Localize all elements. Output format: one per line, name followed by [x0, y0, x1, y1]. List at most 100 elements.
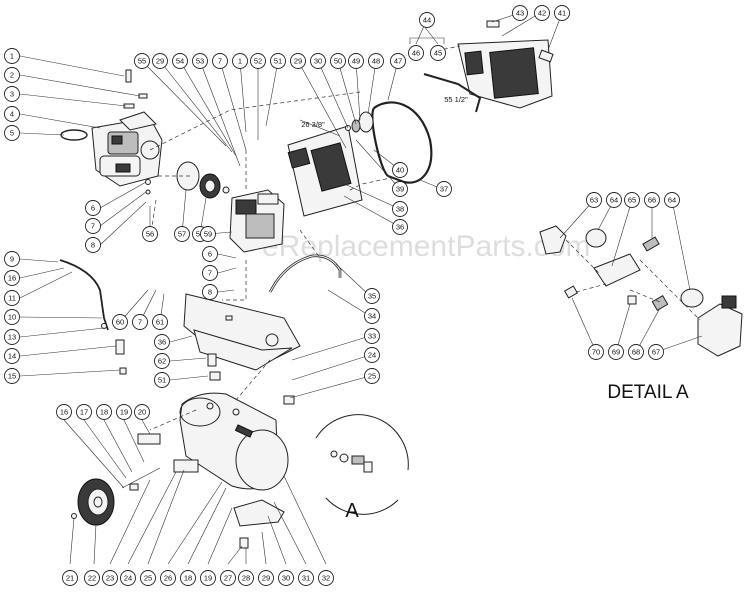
svg-text:44: 44: [423, 16, 431, 25]
detail-a-assembly: [539, 225, 743, 357]
callout-36-low: 36: [154, 334, 170, 350]
svg-text:28: 28: [242, 574, 250, 583]
callout-leaders: [19, 12, 703, 565]
outer-belt-guard: [423, 20, 554, 113]
svg-text:18: 18: [184, 574, 192, 583]
callout-45: 45: [430, 45, 446, 61]
callout-32: 32: [318, 570, 334, 586]
callout-28: 28: [238, 570, 254, 586]
callout-25: 25: [140, 570, 156, 586]
svg-text:29: 29: [262, 574, 270, 583]
svg-text:38: 38: [396, 205, 404, 214]
svg-text:10: 10: [8, 313, 16, 322]
svg-text:9: 9: [10, 255, 14, 264]
callout-50: 50: [330, 53, 346, 69]
callout-18-bottom: 18: [180, 570, 196, 586]
svg-text:50: 50: [334, 57, 342, 66]
compressor-pulley: [345, 111, 374, 133]
callout-61: 61: [152, 314, 168, 330]
callout-22: 22: [84, 570, 100, 586]
svg-text:70: 70: [592, 348, 600, 357]
callout-66: 66: [644, 192, 660, 208]
callout-33: 33: [364, 328, 380, 344]
svg-text:62: 62: [158, 357, 166, 366]
callout-29-top2: 29: [290, 53, 306, 69]
callout-20: 20: [134, 404, 150, 420]
callout-25-right: 25: [364, 368, 380, 384]
svg-text:67: 67: [652, 348, 660, 357]
callout-24-right: 24: [364, 347, 380, 363]
svg-text:25: 25: [368, 372, 376, 381]
callout-2: 2: [4, 67, 20, 83]
svg-text:60: 60: [116, 318, 124, 327]
svg-text:19: 19: [120, 408, 128, 417]
foot-bracket: [233, 499, 285, 549]
callout-59: 59: [200, 226, 216, 242]
svg-text:8: 8: [208, 288, 212, 297]
svg-text:6: 6: [91, 204, 95, 213]
svg-text:4: 4: [10, 110, 14, 119]
callout-64-b: 64: [664, 192, 680, 208]
callout-19-bottom: 19: [200, 570, 216, 586]
svg-text:18: 18: [100, 408, 108, 417]
belt-length-dimension: 55 1/2": [444, 95, 468, 104]
callout-7: 7: [85, 218, 101, 234]
svg-text:16: 16: [60, 408, 68, 417]
svg-text:22: 22: [88, 574, 96, 583]
callout-36: 36: [392, 219, 408, 235]
svg-text:17: 17: [80, 408, 88, 417]
svg-text:52: 52: [254, 57, 262, 66]
svg-text:27: 27: [224, 574, 232, 583]
callout-67: 67: [648, 344, 664, 360]
callout-29-bottom: 29: [258, 570, 274, 586]
air-tank: [179, 392, 289, 491]
detail-a-zone: A: [315, 414, 409, 522]
svg-text:13: 13: [8, 333, 16, 342]
svg-text:32: 32: [322, 574, 330, 583]
callout-38: 38: [392, 201, 408, 217]
callout-70: 70: [588, 344, 604, 360]
callout-16: 16: [56, 404, 72, 420]
svg-text:7: 7: [208, 269, 212, 278]
svg-text:51: 51: [274, 57, 282, 66]
svg-text:2: 2: [10, 71, 14, 80]
callout-8: 8: [85, 237, 101, 253]
discharge-tube: [268, 254, 342, 293]
compressor-pump: [229, 189, 285, 253]
svg-text:40: 40: [396, 166, 404, 175]
callout-13: 13: [4, 329, 20, 345]
callout-6: 6: [85, 200, 101, 216]
svg-text:39: 39: [396, 185, 404, 194]
callout-7-mid: 7: [202, 265, 218, 281]
callout-17: 17: [76, 404, 92, 420]
svg-text:30: 30: [282, 574, 290, 583]
svg-text:23: 23: [106, 574, 114, 583]
hose-assembly: [59, 259, 127, 375]
svg-text:6: 6: [208, 250, 212, 259]
svg-text:64: 64: [668, 196, 676, 205]
callout-35: 35: [364, 288, 380, 304]
callout-41: 41: [554, 5, 570, 21]
engine-pulley-belt: [60, 129, 88, 141]
svg-text:51: 51: [158, 376, 166, 385]
callout-30-top: 30: [310, 53, 326, 69]
svg-text:43: 43: [516, 9, 524, 18]
callout-9: 9: [4, 251, 20, 267]
svg-text:25: 25: [144, 574, 152, 583]
callout-23: 23: [102, 570, 118, 586]
callout-51: 51: [270, 53, 286, 69]
svg-text:3: 3: [10, 90, 14, 99]
callout-54: 54: [172, 53, 188, 69]
svg-text:15: 15: [8, 372, 16, 381]
callout-65: 65: [624, 192, 640, 208]
callout-16-left: 16: [4, 270, 20, 286]
svg-text:21: 21: [66, 574, 74, 583]
belt-guard-center: [287, 119, 363, 217]
callout-14: 14: [4, 348, 20, 364]
svg-text:11: 11: [8, 294, 16, 303]
callout-64: 64: [606, 192, 622, 208]
callout-47: 47: [390, 53, 406, 69]
svg-text:7: 7: [138, 318, 142, 327]
